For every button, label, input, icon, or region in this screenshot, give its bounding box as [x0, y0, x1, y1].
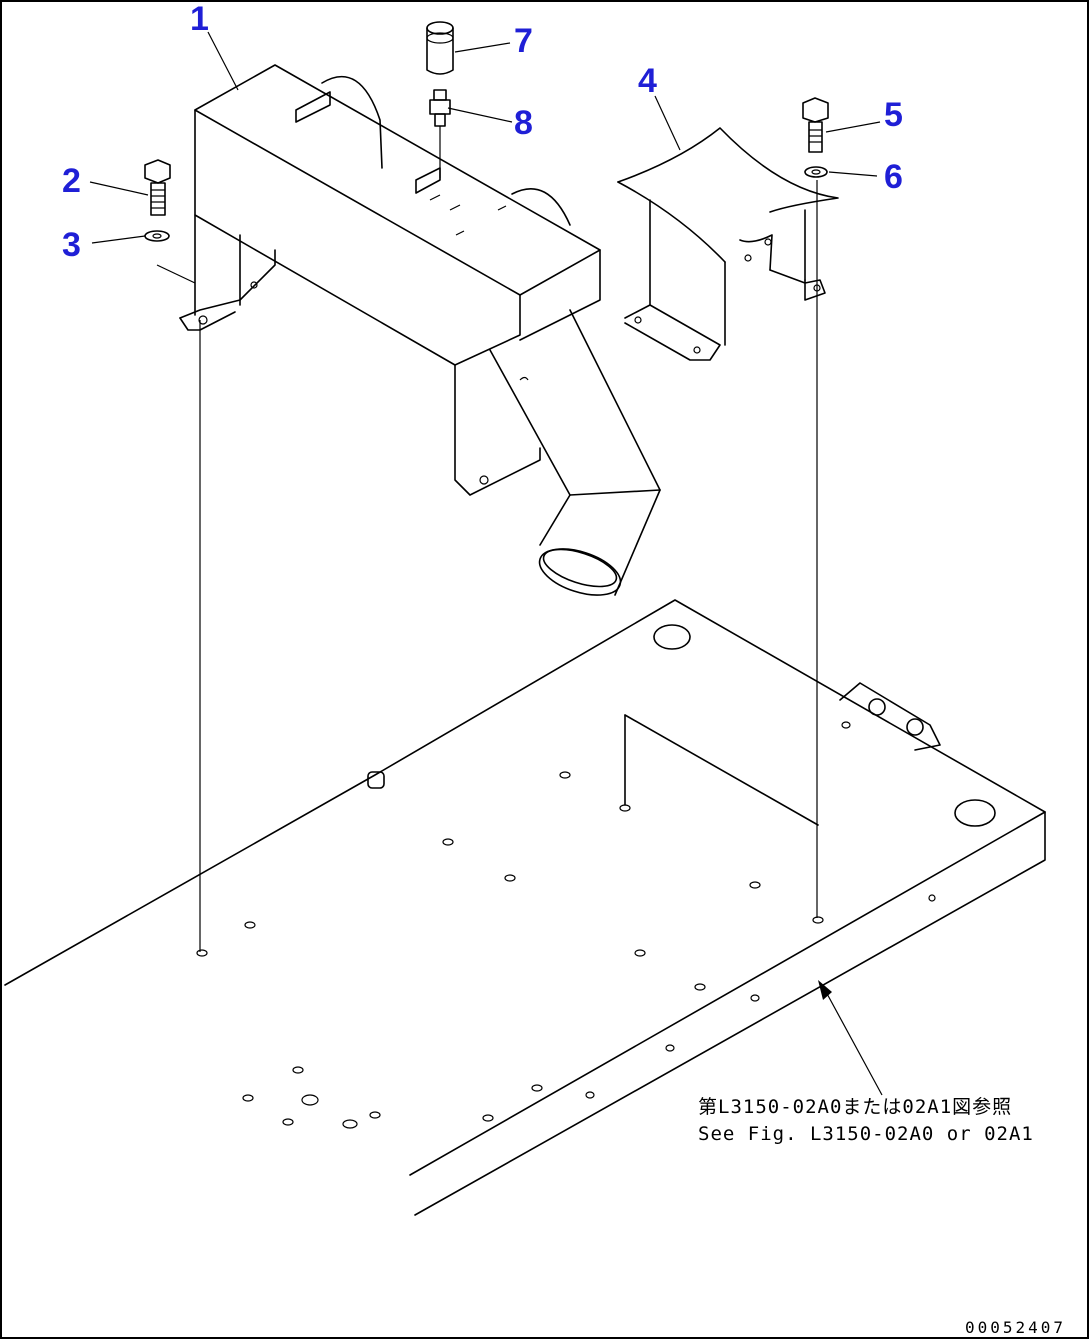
- bolt-part-2: [144, 159, 171, 216]
- reference-note-japanese: 第L3150-02A0または02A1図参照: [698, 1096, 1012, 1118]
- callout-4: 4: [638, 62, 657, 100]
- assembly-lines: [199, 126, 818, 952]
- callout-1: 1: [190, 0, 209, 38]
- muffler-part-1: [179, 64, 661, 596]
- cap-part-7: [426, 21, 454, 75]
- washer-part-6: [804, 166, 828, 178]
- callout-numbers: 1 2 3 4 5 6 7 8: [62, 0, 903, 264]
- drawing-code: 00052407: [965, 1318, 1066, 1337]
- callout-3: 3: [62, 226, 81, 264]
- leader-lines: [89, 31, 883, 1096]
- washer-part-3: [144, 230, 170, 242]
- bolt-part-5: [802, 97, 829, 153]
- callout-5: 5: [884, 96, 903, 134]
- base-plate: [4, 599, 1046, 1216]
- callout-8: 8: [514, 104, 533, 142]
- cover-part-4: [617, 127, 839, 361]
- sensor-part-8: [429, 89, 451, 127]
- callout-6: 6: [884, 158, 903, 196]
- callout-2: 2: [62, 162, 81, 200]
- reference-note-english: See Fig. L3150-02A0 or 02A1: [698, 1123, 1034, 1145]
- reference-arrowhead: [818, 980, 832, 1000]
- callout-7: 7: [514, 22, 533, 60]
